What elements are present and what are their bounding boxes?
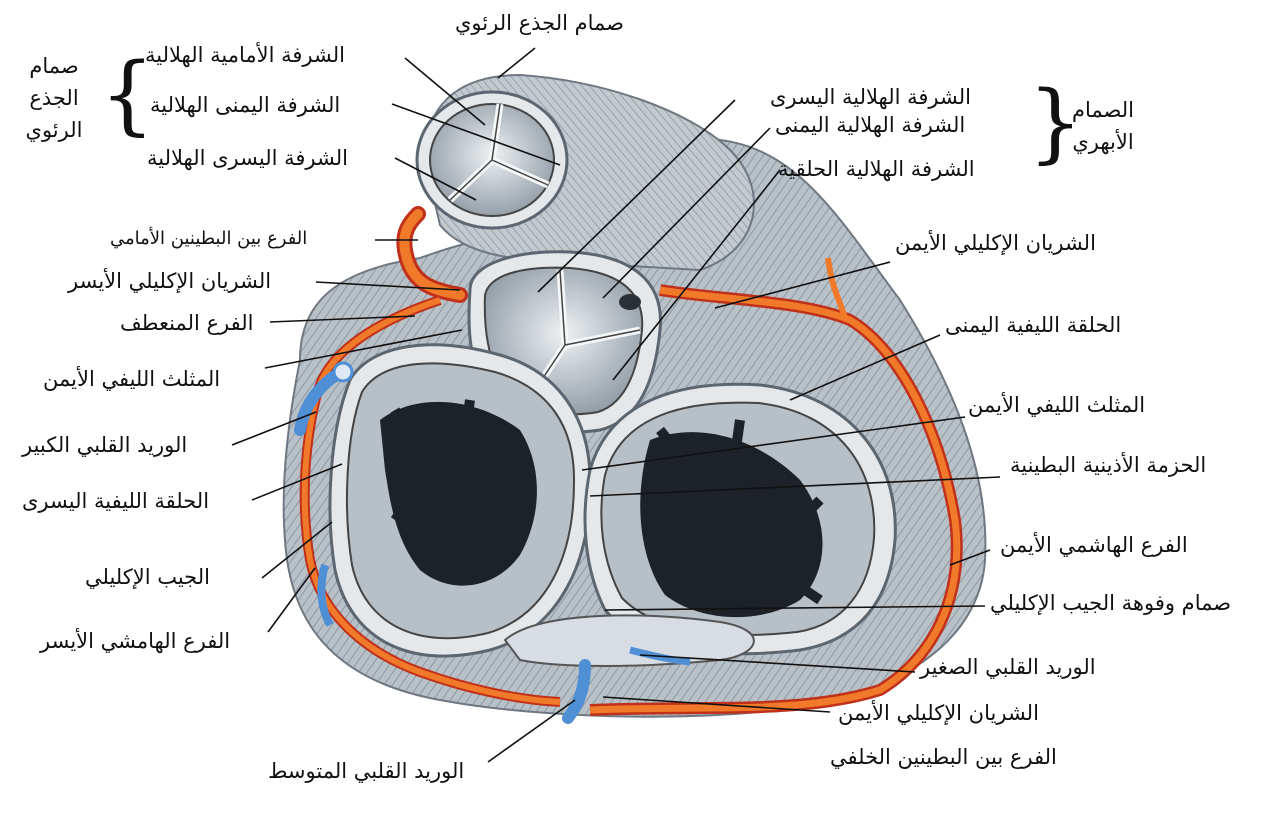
left-marginal-vein bbox=[317, 563, 334, 627]
label-right-coronary-artery-bottom: الشريان الإكليلي الأيمن bbox=[838, 701, 1039, 725]
label-av-bundle: الحزمة الأذينية البطينية bbox=[1010, 453, 1207, 477]
label-left-fibrous-trigone: المثلث الليفي الأيمن bbox=[43, 367, 221, 391]
coronary-sinus-opening bbox=[503, 614, 755, 667]
label-left-marginal-branch: الفرع الهامشي الأيسر bbox=[40, 629, 231, 653]
label-circumflex-branch: الفرع المنعطف bbox=[120, 311, 254, 335]
pulmonary-side-line-3: الرئوي bbox=[25, 118, 83, 142]
right-marginal-branch bbox=[825, 257, 848, 319]
small-cardiac-vein bbox=[629, 646, 691, 666]
label-posterior-interventricular: الفرع بين البطينين الخلفي bbox=[830, 745, 1057, 769]
aortic-valve-line-2: الأبهري bbox=[1072, 130, 1134, 154]
label-pulmonary-valve-title: صمام الجذع الرئوي bbox=[455, 11, 625, 35]
middle-cardiac-vein bbox=[562, 659, 591, 724]
aortic-valve-line-1: الصمام bbox=[1072, 98, 1134, 122]
label-pulmonary-left-cusp: الشرفة اليسرى الهلالية bbox=[147, 146, 348, 170]
label-pulmonary-anterior-cusp: الشرفة الأمامية الهلالية bbox=[145, 43, 345, 67]
pulmonary-side-line-2: الجذع bbox=[29, 86, 79, 110]
leader-lines bbox=[231, 47, 1001, 763]
label-aortic-valve: الصمام الأبهري bbox=[1058, 94, 1148, 158]
label-coronary-sinus: الجيب الإكليلي bbox=[85, 565, 210, 589]
label-great-cardiac-vein: الوريد القلبي الكبير bbox=[22, 433, 188, 457]
label-middle-cardiac-vein: الوريد القلبي المتوسط bbox=[268, 759, 465, 783]
label-aortic-right-cusp: الشرفة الهلالية اليمنى bbox=[775, 113, 966, 137]
coronary-ostium bbox=[619, 294, 641, 310]
label-coronary-sinus-valve: صمام وفوهة الجيب الإكليلي bbox=[990, 591, 1232, 615]
label-small-cardiac-vein: الوريد القلبي الصغير bbox=[920, 655, 1096, 679]
label-pulmonary-right-cusp: الشرفة اليمنى الهلالية bbox=[150, 93, 341, 117]
left-brace: { bbox=[100, 45, 155, 145]
label-aortic-left-cusp: الشرفة الهلالية اليسرى bbox=[770, 85, 971, 109]
label-right-fibrous-trigone: المثلث الليفي الأيمن bbox=[968, 393, 1146, 417]
label-right-fibrous-ring: الحلقة الليفية اليمنى bbox=[945, 313, 1122, 337]
label-right-coronary-artery-top: الشريان الإكليلي الأيمن bbox=[895, 231, 1096, 255]
label-anterior-interventricular: الفرع بين البطينين الأمامي bbox=[110, 228, 308, 249]
label-right-marginal-branch: الفرع الهاشمي الأيمن bbox=[1000, 533, 1188, 557]
label-pulmonary-valve-side: صمام الجذع الرئوي bbox=[18, 50, 90, 146]
label-aortic-posterior-cusp: الشرفة الهلالية الحلقية bbox=[778, 157, 975, 181]
label-left-fibrous-ring: الحلقة الليفية اليسرى bbox=[22, 489, 210, 513]
label-left-coronary-artery: الشريان الإكليلي الأيسر bbox=[68, 269, 272, 293]
pulmonary-side-line-1: صمام bbox=[29, 54, 79, 78]
